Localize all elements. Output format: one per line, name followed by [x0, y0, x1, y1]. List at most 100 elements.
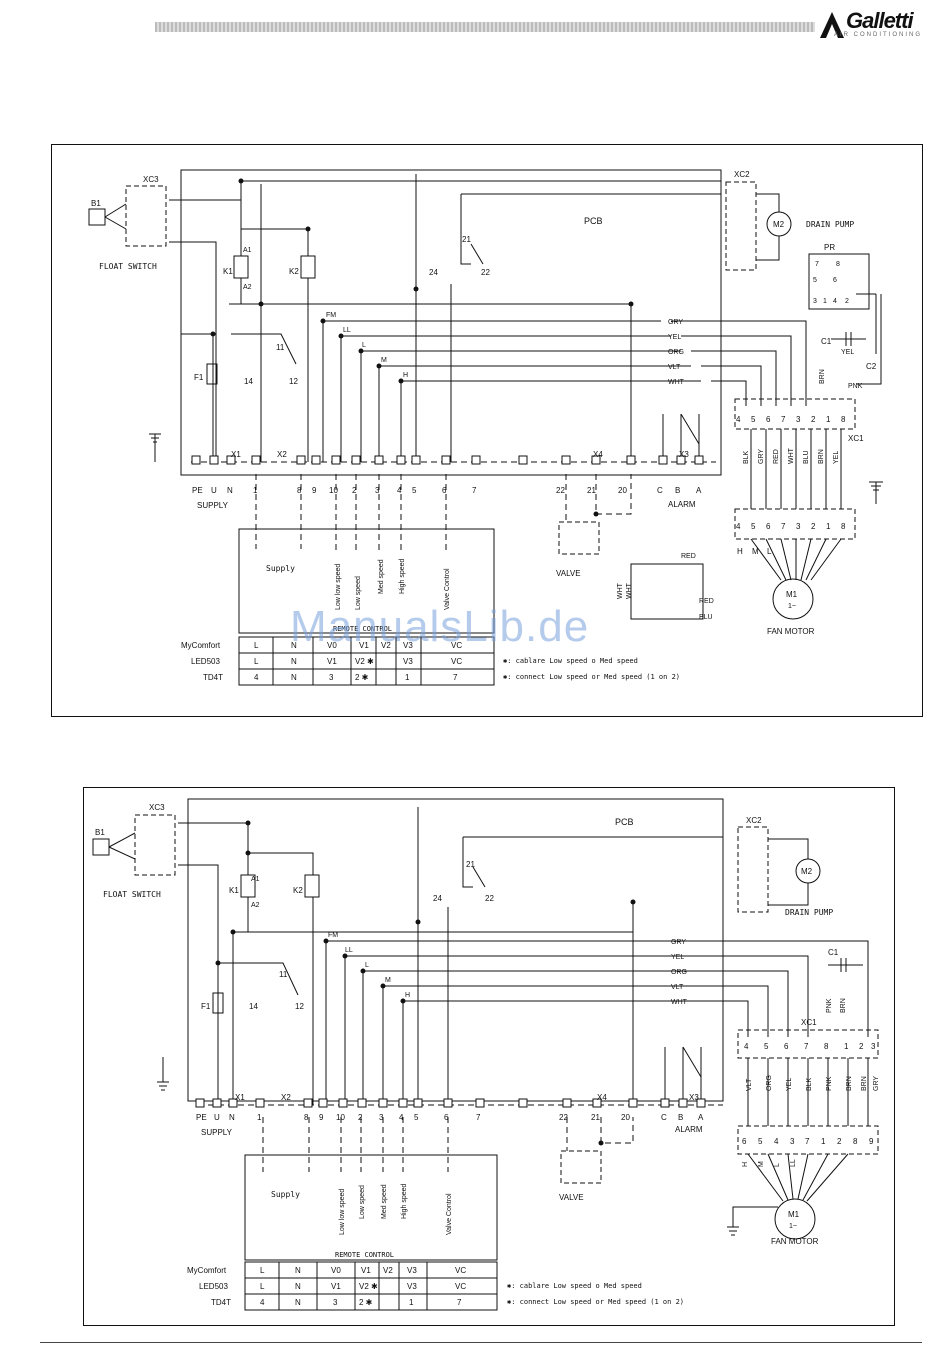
motor-pin: 5	[758, 1137, 763, 1146]
xc1-pin: 3	[796, 415, 801, 424]
table-cell: L	[254, 657, 259, 666]
table-cell: 4	[254, 673, 259, 682]
motor-speed: H	[737, 547, 743, 556]
remote-control-label: REMOTE CONTROL	[333, 625, 392, 633]
table-cell: L	[260, 1266, 265, 1275]
remote-control-label: REMOTE CONTROL	[335, 1251, 394, 1259]
table-cell: VC	[455, 1282, 466, 1291]
motor-pin: 7	[805, 1137, 810, 1146]
terminal-label: 20	[621, 1113, 630, 1122]
terminal-label: 21	[591, 1113, 600, 1122]
speed-label: Med speed	[381, 1184, 388, 1219]
supply-label: SUPPLY	[197, 501, 229, 510]
signal-label: M	[381, 357, 387, 364]
valve-label: VALVE	[559, 1193, 584, 1202]
terminal-label: 3	[379, 1113, 384, 1122]
terminal-label: 8	[304, 1113, 309, 1122]
terminal-label: 5	[412, 486, 417, 495]
motor-pin: 8	[853, 1137, 858, 1146]
xc1-pin: 8	[824, 1042, 829, 1051]
contact-label: 11	[279, 970, 288, 979]
k1-label: K1	[229, 886, 239, 895]
terminal-label: 9	[319, 1113, 324, 1122]
terminal-label: U	[211, 486, 217, 495]
terminal-label: A	[696, 486, 702, 495]
table-cell: N	[291, 673, 297, 682]
table-cell: N	[295, 1298, 301, 1307]
terminal-label: 22	[556, 486, 565, 495]
wiring-diagram-2: PCB XC3 XC2 B1 FLOAT SWITCH M2 DRAIN PUM…	[83, 787, 895, 1326]
table-cell: V2	[383, 1266, 393, 1275]
f1-label: F1	[201, 1002, 211, 1011]
xc1-pin: 7	[781, 415, 786, 424]
motor-speed: M	[752, 547, 759, 556]
table-cell: V3	[407, 1282, 417, 1291]
x1-label: X1	[235, 1093, 245, 1102]
pr-pin: 2	[845, 298, 849, 305]
brand-name: Galletti	[846, 8, 914, 33]
wire-color-label: WHT	[671, 999, 688, 1006]
terminal-label: 20	[618, 486, 627, 495]
xc1-pin: 5	[764, 1042, 769, 1051]
signal-label: FM	[326, 312, 336, 319]
xc1-pin: 2	[811, 415, 816, 424]
table-cell: V1	[331, 1282, 341, 1291]
contact-label: 21	[466, 860, 475, 869]
table-cell: VC	[451, 657, 462, 666]
signal-label: L	[362, 342, 366, 349]
xc1-color: BRN	[861, 1076, 868, 1091]
table-cell: V2 ✱	[355, 657, 374, 666]
xc2-label: XC2	[734, 170, 750, 179]
m1-label: M1	[786, 590, 798, 599]
table-cell: N	[291, 641, 297, 650]
motor-pin: 8	[841, 522, 846, 531]
table-cell: V1	[361, 1266, 371, 1275]
supply-label: SUPPLY	[201, 1128, 233, 1137]
contact-label: 24	[433, 894, 442, 903]
table-cell: 3	[329, 673, 334, 682]
wire-color-label: YEL	[671, 954, 684, 961]
terminal-label: 4	[399, 1113, 404, 1122]
terminal-label: 2	[358, 1113, 363, 1122]
contact-label: 24	[429, 268, 438, 277]
xc1-pin: 1	[826, 415, 831, 424]
signal-label: H	[405, 992, 410, 999]
pr-pin: 5	[813, 277, 817, 284]
table-cell: 1	[409, 1298, 414, 1307]
xc1-color: YEL	[833, 451, 840, 464]
contact-label: 11	[276, 343, 285, 352]
motor-speed: LL	[790, 1159, 797, 1167]
table-row-name: MyComfort	[181, 641, 221, 650]
signal-label: M	[385, 977, 391, 984]
table-cell: V0	[327, 641, 337, 650]
terminal-label: 5	[414, 1113, 419, 1122]
contact-label: 22	[485, 894, 494, 903]
wire-color-label: YEL	[668, 334, 681, 341]
terminal-label: 3	[375, 486, 380, 495]
terminal-label: 8	[297, 486, 302, 495]
x2-label: X2	[281, 1093, 291, 1102]
terminal-label: C	[657, 486, 663, 495]
xc1-color: BRN	[846, 1076, 853, 1091]
brn-label: BRN	[819, 369, 826, 384]
motor-speed: H	[742, 1162, 749, 1167]
speed-label: Valve Control	[446, 1193, 453, 1235]
xc1-pin: 4	[736, 415, 741, 424]
footer-divider	[40, 1342, 922, 1343]
xc1-color: BLU	[803, 450, 810, 464]
table-cell: 2 ✱	[355, 673, 369, 682]
signal-label: FM	[328, 932, 338, 939]
a1-label: A1	[243, 247, 252, 254]
motor-pin: 2	[811, 522, 816, 531]
alarm-label: ALARM	[675, 1125, 703, 1134]
table-cell: 2 ✱	[359, 1298, 373, 1307]
pcb-label: PCB	[615, 817, 634, 827]
table-cell: V2 ✱	[359, 1282, 378, 1291]
x1-label: X1	[231, 450, 241, 459]
c1-label: C1	[828, 948, 839, 957]
motor-speed: L	[767, 547, 772, 556]
xc1-label: XC1	[801, 1018, 817, 1027]
contact-label: 14	[249, 1002, 258, 1011]
terminal-label: PE	[196, 1113, 207, 1122]
speed-label: High speed	[399, 558, 406, 594]
